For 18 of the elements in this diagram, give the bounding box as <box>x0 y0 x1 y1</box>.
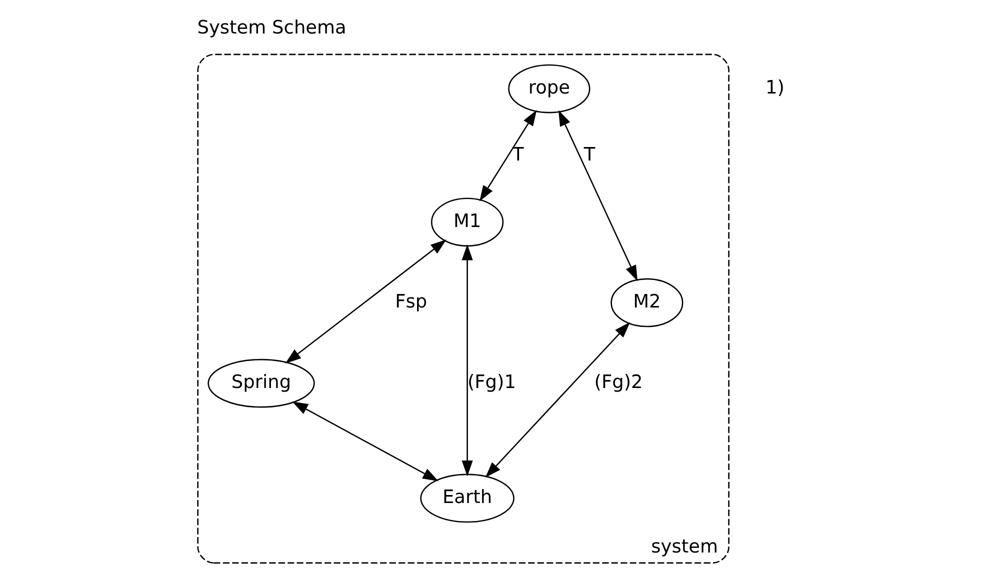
arrow <box>484 322 630 478</box>
node-ellipse: M1 <box>430 198 504 247</box>
arrow <box>558 110 638 282</box>
edge-label: T <box>512 144 524 166</box>
edge-label: (Fg)2 <box>594 372 642 394</box>
edge-label: Fsp <box>394 292 427 313</box>
node-ellipse: Spring <box>207 358 314 408</box>
arrow <box>292 401 438 482</box>
diagram-title: System Schema <box>196 18 346 39</box>
node-ellipse: rope <box>508 64 590 114</box>
arrow <box>479 110 536 202</box>
arrow <box>461 244 472 476</box>
node-ellipse: Earth <box>420 474 514 523</box>
label: 1) <box>765 78 784 99</box>
edge-label: (Fg)1 <box>466 372 516 394</box>
node-ellipse: M2 <box>610 278 683 328</box>
edge-label: T <box>583 144 595 166</box>
arrow <box>284 240 446 364</box>
